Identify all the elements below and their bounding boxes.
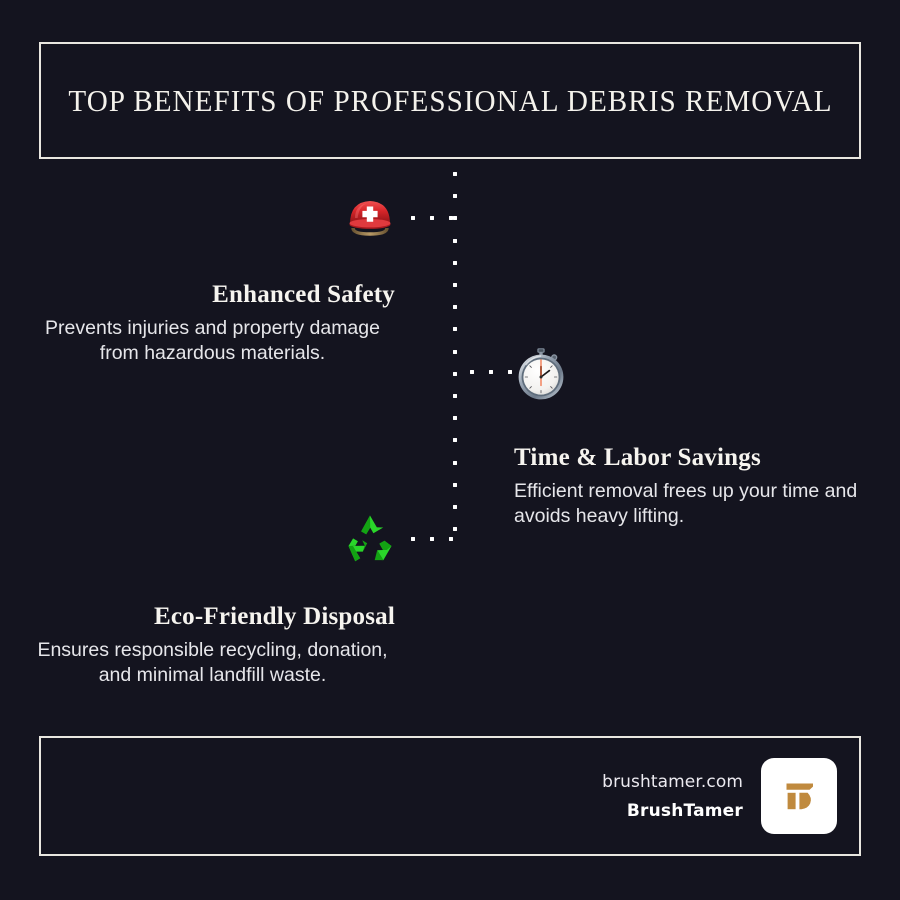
connector-dot-recycle-branch	[411, 537, 415, 541]
footer-brand-name: BrushTamer	[626, 800, 743, 821]
benefit-heading: Eco-Friendly Disposal	[153, 603, 395, 630]
footer-branding: brushtamer.com BrushTamer	[602, 758, 837, 834]
connector-dot-stopwatch-branch	[470, 370, 474, 374]
connector-dot-vertical	[453, 461, 457, 465]
connector-dot-stopwatch-branch	[508, 370, 512, 374]
connector-dot-recycle-branch	[430, 537, 434, 541]
benefit-body: Efficient removal frees up your time and…	[514, 479, 858, 527]
recycle-icon	[342, 509, 398, 565]
benefit-body: Prevents injuries and property damage fr…	[45, 316, 380, 364]
footer-website-url[interactable]: brushtamer.com	[602, 771, 743, 792]
connector-dot-stopwatch-branch	[489, 370, 493, 374]
connector-dot-vertical	[453, 527, 457, 531]
benefit-body: Ensures responsible recycling, donation,…	[37, 638, 388, 686]
connector-dot-vertical	[453, 216, 457, 220]
footer-box: brushtamer.com BrushTamer	[39, 736, 861, 856]
connector-dot-vertical	[453, 239, 457, 243]
connector-dot-vertical	[453, 194, 457, 198]
connector-dot-helmet-branch	[430, 216, 434, 220]
connector-dot-vertical	[453, 350, 457, 354]
connector-dot-vertical	[453, 416, 457, 420]
connector-dot-helmet-branch	[411, 216, 415, 220]
benefit-block-eco-friendly-disposal: Eco-Friendly Disposal Ensures responsibl…	[30, 603, 395, 688]
connector-dot-vertical	[453, 438, 457, 442]
connector-dot-vertical	[453, 283, 457, 287]
connector-dot-vertical	[453, 505, 457, 509]
connector-dot-vertical	[453, 261, 457, 265]
connector-dot-vertical	[453, 394, 457, 398]
page-title: TOP BENEFITS OF PROFESSIONAL DEBRIS REMO…	[67, 82, 833, 118]
connector-dot-vertical	[453, 327, 457, 331]
connector-dot-vertical	[453, 483, 457, 487]
title-box: TOP BENEFITS OF PROFESSIONAL DEBRIS REMO…	[39, 42, 861, 159]
connector-dot-vertical	[453, 372, 457, 376]
benefit-block-time-labor-savings: Time & Labor Savings Efficient removal f…	[514, 444, 870, 529]
benefit-heading: Enhanced Safety	[212, 281, 395, 308]
brand-logo-icon	[761, 758, 837, 834]
connector-dot-recycle-branch	[449, 537, 453, 541]
connector-dot-helmet-branch	[449, 216, 453, 220]
footer-text-group: brushtamer.com BrushTamer	[602, 772, 743, 821]
benefit-heading: Time & Labor Savings	[514, 444, 761, 471]
safety-helmet-icon	[342, 188, 398, 244]
connector-dot-vertical	[453, 172, 457, 176]
benefit-block-enhanced-safety: Enhanced Safety Prevents injuries and pr…	[30, 281, 395, 366]
stopwatch-icon	[513, 345, 569, 401]
connector-dot-vertical	[453, 305, 457, 309]
